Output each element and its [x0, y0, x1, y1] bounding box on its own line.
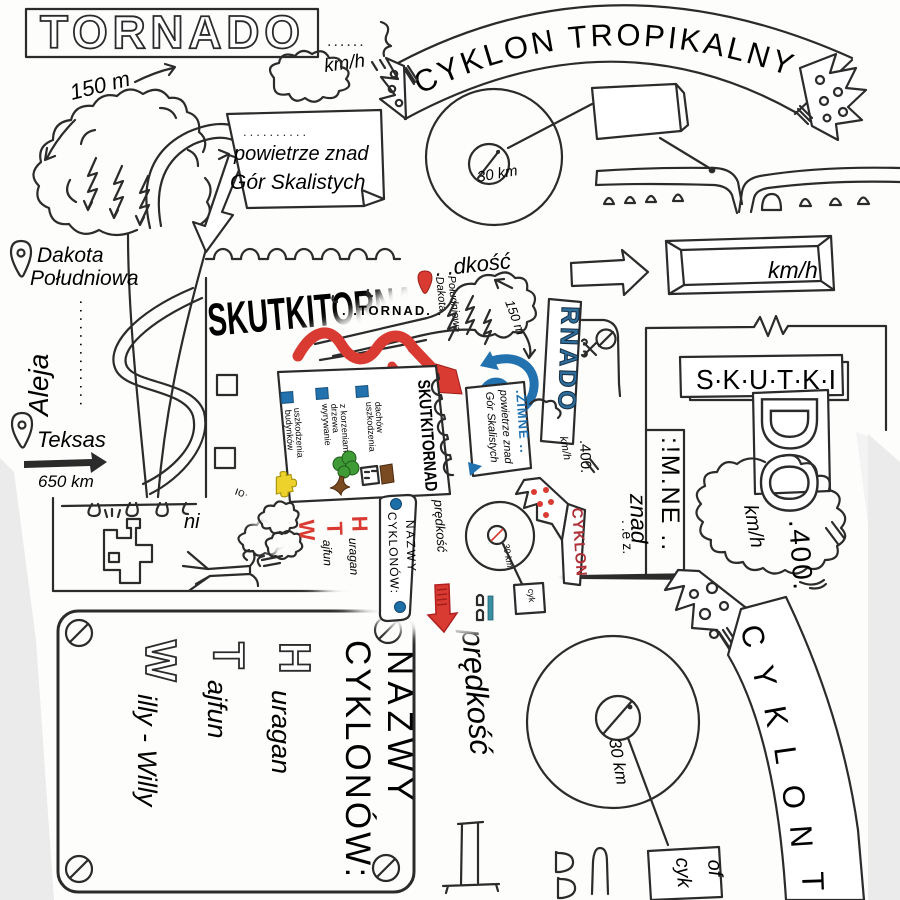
svg-text:ajfun: ajfun — [202, 680, 232, 739]
svg-text:znad: znad — [625, 492, 653, 545]
svg-text:drzewa: drzewa — [329, 403, 341, 433]
svg-text:z korzeniami: z korzeniami — [338, 403, 351, 454]
svg-text:of: of — [703, 859, 726, 880]
svg-text:30 km: 30 km — [476, 162, 519, 186]
svg-text:powietrze znad: powietrze znad — [497, 388, 514, 465]
svg-text:CYKLON: CYKLON — [568, 507, 590, 577]
svg-text:.400.: .400. — [783, 518, 819, 592]
svg-text:illy - Willy: illy - Willy — [132, 694, 162, 808]
svg-text:dachów: dachów — [373, 401, 385, 433]
svg-text:CYKLONÓW:: CYKLONÓW: — [385, 512, 403, 595]
svg-text:uszkodzenia: uszkodzenia — [364, 401, 377, 452]
svg-text:W: W — [136, 640, 185, 682]
svg-text:uragan: uragan — [346, 538, 361, 576]
svg-text:W: W — [294, 519, 320, 541]
svg-text:uszkodzenia: uszkodzenia — [292, 407, 305, 458]
svg-text:cyk: cyk — [671, 857, 695, 889]
svg-text:H: H — [270, 642, 319, 674]
svg-text:H: H — [347, 515, 373, 532]
svg-text:..........: .......... — [243, 124, 309, 139]
svg-text:Aleja: Aleja — [23, 354, 54, 418]
svg-text:. .e z.: . .e z. — [619, 520, 636, 555]
svg-text:Teksas: Teksas — [37, 427, 106, 452]
svg-text:O: O — [775, 783, 812, 811]
svg-text:RNADO: RNADO — [552, 306, 584, 414]
svg-text:Dakota: Dakota — [433, 276, 449, 312]
svg-text:uragan: uragan — [266, 690, 296, 774]
svg-text:T: T — [204, 642, 253, 669]
svg-text:Gór Skalistych: Gór Skalistych — [483, 391, 500, 463]
svg-text:DO: DO — [745, 394, 834, 514]
svg-text:. .TORNAD. .: . .TORNAD. . — [342, 303, 443, 318]
svg-text:budynków: budynków — [283, 409, 296, 451]
svg-text:Południowa: Południowa — [30, 267, 139, 290]
svg-text:ıo·: ıo· — [233, 484, 251, 502]
svg-text:......: ...... — [327, 33, 366, 50]
svg-text:ajfun: ajfun — [320, 540, 335, 567]
svg-text:powietrze znad: powietrze znad — [233, 143, 369, 165]
svg-text:NAZWY: NAZWY — [403, 520, 419, 574]
svg-text:T: T — [795, 871, 831, 891]
svg-text:N: N — [783, 824, 819, 849]
svg-text:TORNADO: TORNADO — [40, 6, 304, 58]
svg-text:Dakota: Dakota — [37, 244, 104, 267]
svg-text:cyk: cyk — [526, 588, 537, 603]
svg-text:NAZWY: NAZWY — [380, 650, 419, 806]
svg-text:L: L — [767, 744, 804, 766]
svg-text:.............: ............. — [76, 300, 93, 410]
svg-text:ni: ni — [184, 511, 200, 533]
svg-text:.ZIMNE ..: .ZIMNE .. — [513, 389, 532, 454]
svg-text:km/h: km/h — [557, 435, 573, 461]
svg-text:Gór Skalistych: Gór Skalistych — [230, 171, 365, 194]
svg-text::!M.NE ..: :!M.NE .. — [656, 437, 684, 552]
svg-text:wyrywanie: wyrywanie — [320, 402, 333, 446]
svg-text:CYKLONÓW:: CYKLONÓW: — [338, 640, 377, 880]
svg-text:km/h: km/h — [768, 257, 818, 283]
svg-text:T: T — [322, 521, 347, 536]
svg-text:650 km: 650 km — [38, 472, 94, 491]
svg-text:prędkość: prędkość — [431, 498, 450, 553]
